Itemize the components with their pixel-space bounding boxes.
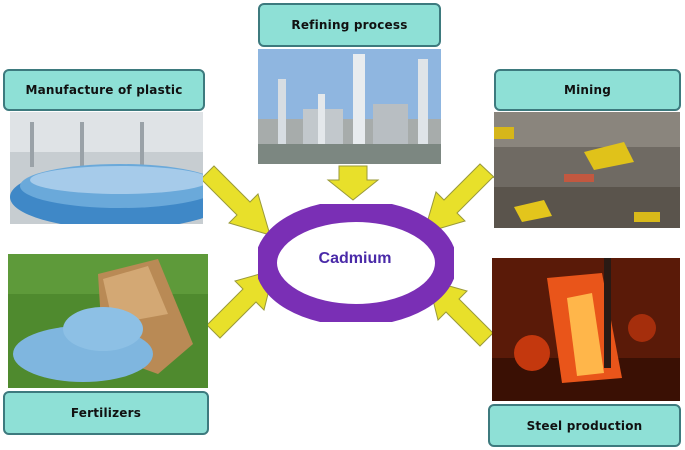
mining-photo [494, 112, 680, 228]
arrow-refining [326, 165, 380, 201]
label-plastic: Manufacture of plastic [3, 69, 205, 111]
label-fertilizers: Fertilizers [3, 391, 209, 435]
refinery-photo [258, 49, 441, 164]
fertilizer-sack-photo [8, 254, 208, 388]
label-steel: Steel production [488, 404, 681, 447]
molten-steel-photo [492, 258, 680, 401]
cadmium-ring [258, 204, 454, 322]
label-refining: Refining process [258, 3, 441, 47]
plastic-bottles-photo [10, 112, 203, 224]
center-label: Cadmium [318, 250, 392, 267]
label-mining: Mining [494, 69, 681, 111]
